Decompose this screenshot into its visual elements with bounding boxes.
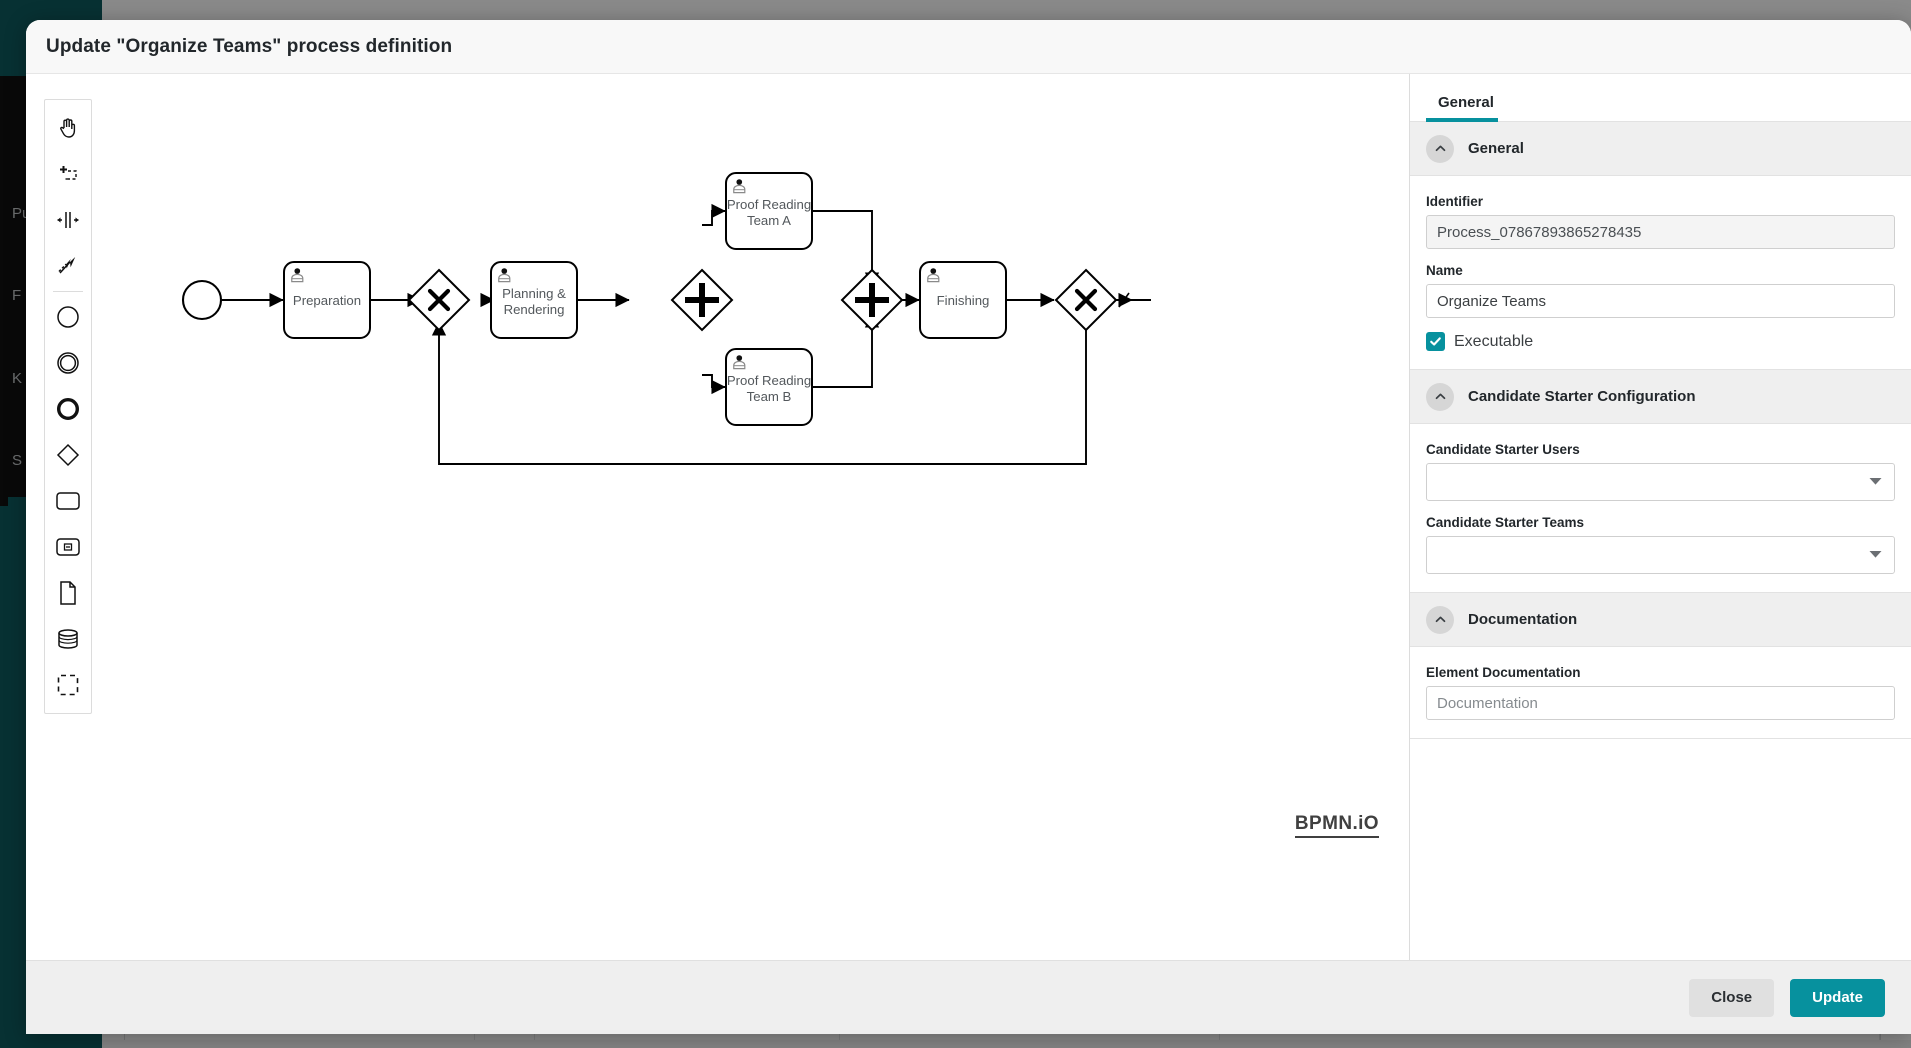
chevron-up-icon[interactable]	[1426, 134, 1454, 163]
task-finishing[interactable]: Finishing	[919, 261, 1007, 339]
loop-back-flow	[431, 321, 1087, 465]
data-object-icon[interactable]	[45, 570, 91, 616]
task-preparation[interactable]: Preparation	[283, 261, 371, 339]
properties-panel: General General Identifier Process_07867…	[1409, 74, 1911, 960]
modal-title: Update "Organize Teams" process definiti…	[46, 35, 453, 57]
connect-tool-icon[interactable]	[45, 243, 91, 289]
task-proof-reading-team-b[interactable]: Proof Reading Team B	[725, 348, 813, 426]
user-task-icon	[927, 268, 940, 283]
close-button[interactable]: Close	[1689, 978, 1775, 1017]
gateway-icon[interactable]	[45, 432, 91, 478]
task-label-proof-b-line2: Team B	[747, 389, 792, 404]
candidate-starter-teams-select[interactable]	[1426, 536, 1895, 574]
task-icon[interactable]	[45, 478, 91, 524]
executable-row[interactable]: Executable	[1426, 332, 1895, 351]
task-label-finishing: Finishing	[937, 293, 990, 308]
candidate-starter-teams-label: Candidate Starter Teams	[1426, 515, 1585, 530]
sidebar-item-label-2: F	[12, 287, 22, 304]
tab-general[interactable]: General	[1426, 94, 1506, 122]
chevron-down-icon	[1869, 546, 1882, 564]
parallel-gateway-join[interactable]	[840, 268, 904, 332]
user-task-icon	[733, 179, 746, 194]
candidate-starter-users-select[interactable]	[1426, 463, 1895, 501]
bpmn-canvas[interactable]: Preparation Planning & Renderi	[26, 74, 1409, 960]
modal-header: Update "Organize Teams" process definiti…	[26, 20, 1911, 74]
group-header-general[interactable]: General	[1410, 122, 1911, 176]
task-planning-rendering[interactable]: Planning & Rendering	[490, 261, 578, 339]
group-header-candidate-starter[interactable]: Candidate Starter Configuration	[1410, 370, 1911, 424]
bpmn-diagram[interactable]: Preparation Planning & Renderi	[26, 74, 1409, 960]
executable-label: Executable	[1454, 332, 1534, 350]
subprocess-icon[interactable]	[45, 524, 91, 570]
modal-footer: Close Update	[26, 960, 1911, 1034]
task-label-planning-line1: Planning &	[502, 286, 566, 301]
task-label-planning-line2: Rendering	[504, 302, 565, 317]
chevron-down-icon	[1869, 473, 1882, 491]
group-title-documentation: Documentation	[1468, 611, 1578, 628]
group-title-general: General	[1468, 140, 1524, 157]
chevron-up-icon[interactable]	[1426, 605, 1454, 634]
element-documentation-input[interactable]: Documentation	[1426, 686, 1895, 720]
bpmn-io-watermark[interactable]: BPMN.iO	[1294, 813, 1379, 838]
default-outgoing-flow	[1114, 292, 1151, 308]
task-label-proof-a-line1: Proof Reading	[727, 197, 811, 212]
user-task-icon	[498, 268, 511, 283]
background-footer-bar	[102, 1040, 1911, 1048]
group-body-candidate-starter: Candidate Starter Users Candidate Starte…	[1410, 424, 1911, 593]
end-event-icon[interactable]	[45, 386, 91, 432]
name-input[interactable]: Organize Teams	[1426, 284, 1895, 318]
task-proof-reading-team-a[interactable]: Proof Reading Team A	[725, 172, 813, 250]
group-header-documentation[interactable]: Documentation	[1410, 593, 1911, 647]
task-label-preparation: Preparation	[293, 293, 361, 308]
chevron-up-icon[interactable]	[1426, 382, 1454, 411]
group-icon[interactable]	[45, 662, 91, 708]
user-task-icon	[291, 268, 304, 283]
candidate-starter-users-label: Candidate Starter Users	[1426, 442, 1580, 457]
user-task-icon	[733, 355, 746, 370]
exclusive-gateway-join[interactable]	[1054, 268, 1118, 332]
start-event-icon[interactable]	[45, 294, 91, 340]
intermediate-event-icon[interactable]	[45, 340, 91, 386]
task-label-proof-b-line1: Proof Reading	[727, 373, 811, 388]
properties-scroll-area[interactable]: General Identifier Process_0786789386527…	[1410, 122, 1911, 960]
bpmn-palette	[44, 99, 92, 714]
sidebar-item-label-3: K	[12, 370, 23, 387]
palette-divider	[53, 291, 83, 292]
update-process-definition-modal: Update "Organize Teams" process definiti…	[26, 20, 1911, 1034]
identifier-input[interactable]: Process_07867893865278435	[1426, 215, 1895, 249]
lasso-tool-icon[interactable]	[45, 151, 91, 197]
parallel-gateway-split[interactable]	[670, 268, 734, 332]
start-event[interactable]	[181, 279, 223, 321]
space-tool-icon[interactable]	[45, 197, 91, 243]
data-store-icon[interactable]	[45, 616, 91, 662]
update-button[interactable]: Update	[1790, 978, 1885, 1017]
sidebar-item-label-4: S	[12, 452, 23, 469]
name-label: Name	[1426, 263, 1463, 278]
exclusive-gateway-split[interactable]	[407, 268, 471, 332]
group-body-general: Identifier Process_07867893865278435 Nam…	[1410, 176, 1911, 370]
hand-tool-icon[interactable]	[45, 105, 91, 151]
modal-body: Preparation Planning & Renderi	[26, 74, 1911, 960]
executable-checkbox[interactable]	[1426, 332, 1445, 351]
group-title-candidate-starter: Candidate Starter Configuration	[1468, 388, 1696, 405]
element-documentation-label: Element Documentation	[1426, 665, 1581, 680]
properties-tabs: General	[1410, 74, 1911, 122]
group-body-documentation: Element Documentation Documentation	[1410, 647, 1911, 739]
task-label-proof-a-line2: Team A	[747, 213, 791, 228]
identifier-label: Identifier	[1426, 194, 1484, 209]
